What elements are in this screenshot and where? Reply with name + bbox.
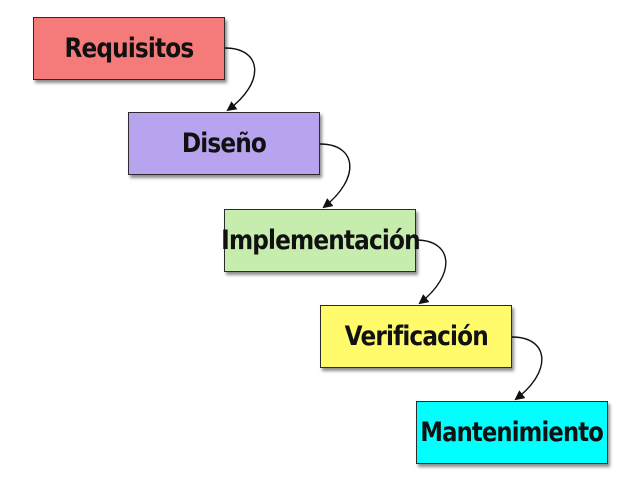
stage-label: Implementación [220, 225, 420, 256]
stage-label: Verificación [344, 321, 488, 352]
stage-label: Requisitos [64, 33, 195, 64]
arrow-implementacion-to-verificacion [415, 239, 447, 305]
stage-mantenimiento: Mantenimiento [416, 401, 608, 464]
stage-requisitos: Requisitos [33, 17, 225, 80]
arrow-verificacion-to-mantenimiento [511, 336, 543, 401]
stage-label: Mantenimiento [420, 417, 604, 448]
arrow-requisitos-to-diseno [224, 47, 256, 112]
stage-implementacion: Implementación [221, 209, 420, 272]
stage-diseno: Diseño [128, 112, 320, 175]
arrow-diseno-to-implementacion [319, 143, 351, 209]
stage-label: Diseño [181, 128, 267, 159]
stage-verificacion: Verificación [320, 305, 512, 368]
